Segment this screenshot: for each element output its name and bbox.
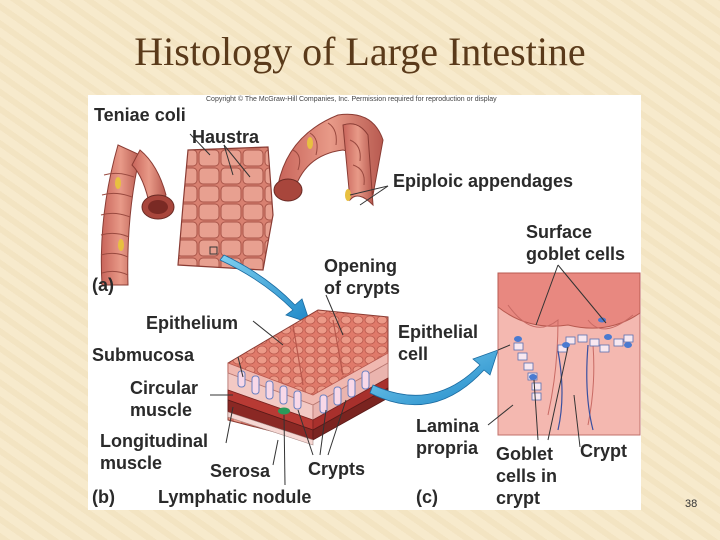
label-epithelial-cell-line1: Epithelial (398, 322, 478, 342)
label-surface-goblet-cells-line2: goblet cells (526, 244, 625, 264)
label-serosa: Serosa (210, 461, 270, 481)
label-epithelium: Epithelium (146, 313, 238, 333)
label-panel-b: (b) (92, 487, 115, 507)
label-opening-of-crypts-line2: of crypts (324, 278, 400, 298)
label-lamina-propria-line1: Lamina (416, 416, 479, 436)
arrow-b-to-c (370, 350, 498, 405)
histology-figure: Copyright © The McGraw-Hill Companies, I… (88, 95, 641, 510)
label-lamina-propria-line2: propria (416, 438, 478, 458)
label-goblet-cells-in-crypt-line3: crypt (496, 488, 540, 508)
label-crypts: Crypts (308, 459, 365, 479)
label-surface-goblet-cells-line1: Surface (526, 222, 592, 242)
copyright-notice: Copyright © The McGraw-Hill Companies, I… (206, 96, 497, 103)
label-crypt: Crypt (580, 441, 627, 461)
label-circular-muscle-line2: muscle (130, 400, 192, 420)
label-longitudinal-muscle-line2: muscle (100, 453, 162, 473)
label-epiploic-appendages: Epiploic appendages (393, 171, 573, 191)
label-epithelial-cell-line2: cell (398, 344, 428, 364)
label-longitudinal-muscle-line1: Longitudinal (100, 431, 208, 451)
label-opening-of-crypts-line1: Opening (324, 256, 397, 276)
slide-title: Histology of Large Intestine (0, 28, 720, 75)
label-submucosa: Submucosa (92, 345, 194, 365)
label-lymphatic-nodule: Lymphatic nodule (158, 487, 311, 507)
label-panel-c: (c) (416, 487, 438, 507)
label-panel-a: (a) (92, 275, 114, 295)
colon-left-segment (101, 145, 174, 285)
page-number: 38 (685, 498, 697, 510)
tissue-block (228, 310, 388, 445)
label-haustra: Haustra (192, 127, 259, 147)
label-goblet-cells-in-crypt-line2: cells in (496, 466, 557, 486)
crypt-closeup (498, 273, 640, 435)
label-circular-muscle-line1: Circular (130, 378, 198, 398)
label-goblet-cells-in-crypt-line1: Goblet (496, 444, 553, 464)
colon-opened-section (178, 147, 273, 270)
label-teniae-coli: Teniae coli (94, 105, 186, 125)
